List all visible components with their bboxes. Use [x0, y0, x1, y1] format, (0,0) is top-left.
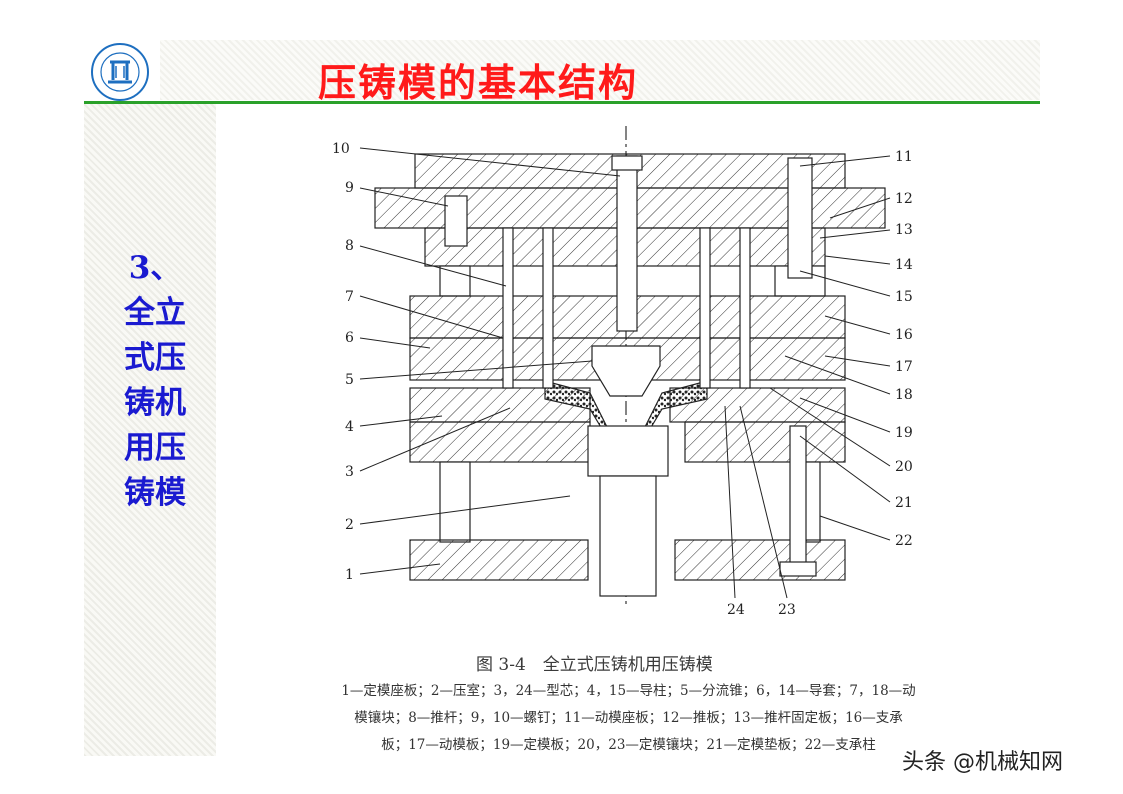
- part-number-label: 24: [727, 602, 745, 618]
- part-number-label: 6: [345, 330, 354, 346]
- part-number-label: 15: [895, 289, 913, 305]
- figure-legend: 1—定模座板；2—压室；3，24—型芯；4，15—导柱；5—分流锥；6，14—导…: [226, 678, 1031, 759]
- part-number-label: 5: [345, 372, 354, 388]
- part-number-label: 8: [345, 238, 354, 254]
- part-number-label: 7: [345, 289, 354, 305]
- title-underline: [84, 101, 1040, 104]
- side-label: 3、 全立 式压 铸机 用压 铸模: [100, 246, 210, 516]
- part-number-label: 12: [895, 191, 913, 207]
- slide-title: 压铸模的基本结构: [318, 60, 639, 105]
- university-logo: [80, 40, 160, 104]
- part-number-label: 2: [345, 517, 354, 533]
- part-number-label: 20: [895, 459, 913, 475]
- part-number-label: 18: [895, 387, 913, 403]
- legend-line: 板；17—动模板；19—定模板；20，23—定模镶块；21—定模垫板；22—支承…: [381, 737, 876, 753]
- figure-caption: 图 3-4 全立式压铸机用压铸模: [476, 655, 713, 675]
- part-number-label: 14: [895, 257, 913, 273]
- side-label-line: 3、: [128, 250, 182, 286]
- part-number-label: 10: [332, 141, 350, 157]
- die-casting-mold-drawing: 10 9 8 7 6 5 4 3 2 1 11 12 13 14 15 16 1…: [330, 126, 930, 630]
- legend-line: 1—定模座板；2—压室；3，24—型芯；4，15—导柱；5—分流锥；6，14—导…: [341, 683, 916, 699]
- title-band: [160, 40, 1040, 100]
- watermark: 头条 @机械知网: [898, 744, 1067, 776]
- legend-line: 模镶块；8—推杆；9，10—螺钉；11—动模座板；12—推板；13—推杆固定板；…: [354, 710, 903, 726]
- side-band: [84, 104, 216, 756]
- side-label-line: 铸机: [124, 385, 186, 421]
- part-number-label: 1: [345, 567, 354, 583]
- part-number-label: 22: [895, 533, 913, 549]
- side-label-line: 式压: [124, 340, 186, 376]
- side-label-line: 全立: [124, 295, 186, 331]
- side-label-line: 用压: [124, 430, 186, 466]
- part-number-label: 19: [895, 425, 913, 441]
- part-number-label: 21: [895, 495, 913, 511]
- side-label-line: 铸模: [124, 475, 186, 511]
- part-number-label: 23: [778, 602, 796, 618]
- part-number-label: 4: [345, 419, 354, 435]
- part-number-label: 16: [895, 327, 913, 343]
- part-number-label: 11: [895, 149, 913, 165]
- part-number-label: 3: [345, 464, 354, 480]
- part-number-label: 17: [895, 359, 913, 375]
- part-number-label: 13: [895, 222, 913, 238]
- part-number-label: 9: [345, 180, 354, 196]
